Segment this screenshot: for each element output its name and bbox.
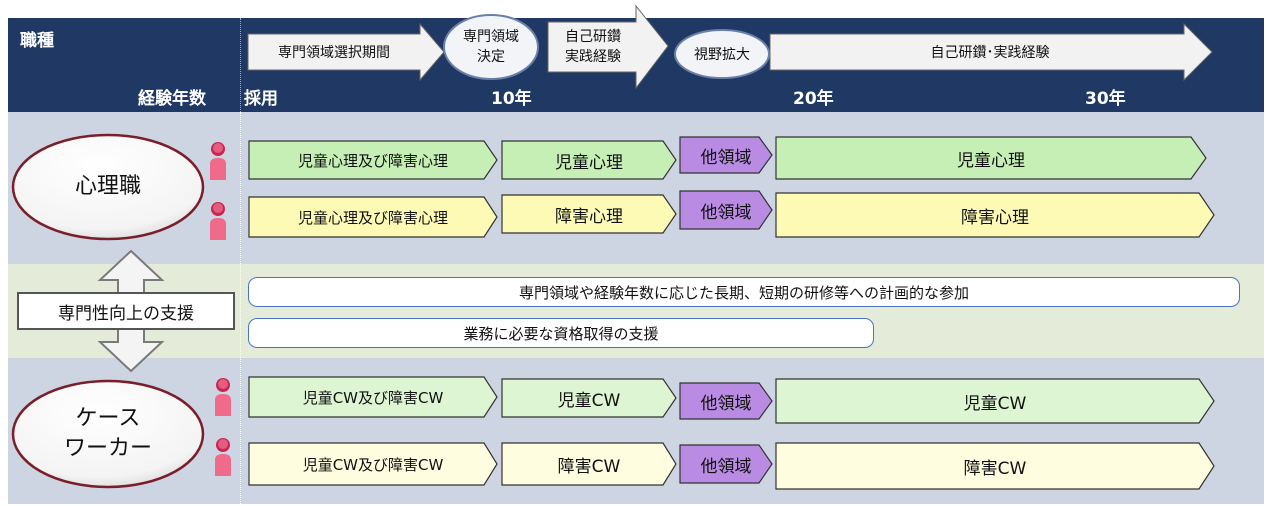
psychologist-oval: 心理職 xyxy=(10,132,206,242)
person-icon xyxy=(215,378,231,416)
divider-line-overlay xyxy=(240,112,241,504)
psychologist-title: 心理職 xyxy=(74,174,141,199)
psych-row2-seg2-label: 障害心理 xyxy=(555,206,623,227)
psych-row2-seg2: 障害心理 xyxy=(501,194,677,234)
psych-row2-seg4: 障害心理 xyxy=(775,192,1215,238)
person-icon xyxy=(215,438,231,476)
psych-row2-seg3: 他領域 xyxy=(679,190,773,230)
support-item-qualification: 業務に必要な資格取得の支援 xyxy=(248,318,874,348)
cw-row2-seg4-label: 障害CW xyxy=(963,458,1027,479)
timeline-arrows xyxy=(247,4,1213,90)
tick-hire: 採用 xyxy=(244,89,278,109)
header-title-job-type: 職種 xyxy=(20,31,54,51)
psych-row1-seg2-label: 児童心理 xyxy=(555,152,623,173)
stage5-label: 自己研鑽･実践経験 xyxy=(930,45,1050,61)
cw-row2-seg3-label: 他領域 xyxy=(700,456,752,477)
cw-row1-seg4: 児童CW xyxy=(775,378,1215,424)
caseworker-oval: ケース ワーカー xyxy=(10,378,206,490)
tick-30: 30年 xyxy=(1085,89,1126,109)
psych-row2-seg3-label: 他領域 xyxy=(700,202,752,223)
stage1-label: 専門領域選択期間 xyxy=(278,45,390,61)
psych-row1-seg4: 児童心理 xyxy=(775,136,1207,180)
stage4-oval xyxy=(674,29,770,79)
cw-row2-seg2-label: 障害CW xyxy=(557,456,621,477)
cw-row2-seg2: 障害CW xyxy=(501,442,677,486)
cw-row1-seg1: 児童CW及び障害CW xyxy=(248,376,498,418)
cw-row2-seg3: 他領域 xyxy=(679,444,773,484)
stage2-label: 専門領域 決定 xyxy=(463,29,519,65)
psych-row1-seg2: 児童心理 xyxy=(501,140,677,180)
stage3-arrow xyxy=(547,4,669,90)
psych-row1-seg3: 他領域 xyxy=(679,136,773,174)
tick-10: 10年 xyxy=(491,89,532,109)
cw-row2-seg1-label: 児童CW及び障害CW xyxy=(302,455,444,474)
cw-row2-seg1: 児童CW及び障害CW xyxy=(248,442,498,486)
stage1-arrow xyxy=(247,22,445,82)
tick-20: 20年 xyxy=(793,89,834,109)
stage3-label: 自己研鑽 実践経験 xyxy=(565,29,621,65)
person-icon xyxy=(210,142,226,180)
stage4-label: 視野拡大 xyxy=(694,47,750,63)
cw-row1-seg2: 児童CW xyxy=(501,378,677,418)
cw-row2-seg4: 障害CW xyxy=(775,442,1215,490)
psych-row1-seg3-label: 他領域 xyxy=(700,147,752,168)
psych-row1-seg4-label: 児童心理 xyxy=(957,150,1025,171)
psych-row1-seg1-label: 児童心理及び障害心理 xyxy=(297,151,448,170)
caseworker-title: ケース ワーカー xyxy=(63,406,152,461)
stage5-arrow xyxy=(769,22,1213,82)
cw-row1-seg1-label: 児童CW及び障害CW xyxy=(302,388,444,407)
psych-row2-seg1: 児童心理及び障害心理 xyxy=(248,196,498,238)
stage2-oval xyxy=(443,14,539,80)
psych-row1-seg1: 児童心理及び障害心理 xyxy=(248,140,498,180)
cw-row1-seg3: 他領域 xyxy=(679,382,773,420)
support-item-training: 専門領域や経験年数に応じた長期、短期の研修等への計画的な参加 xyxy=(248,277,1240,307)
cw-row1-seg3-label: 他領域 xyxy=(700,393,752,414)
psych-row2-seg4-label: 障害心理 xyxy=(961,207,1029,228)
support-title: 専門性向上の支援 xyxy=(17,292,235,330)
person-icon xyxy=(210,202,226,240)
cw-row1-seg4-label: 児童CW xyxy=(963,393,1027,414)
cw-row1-seg2-label: 児童CW xyxy=(557,390,621,411)
psych-row2-seg1-label: 児童心理及び障害心理 xyxy=(297,208,448,227)
header-title-experience: 経験年数 xyxy=(138,89,206,109)
